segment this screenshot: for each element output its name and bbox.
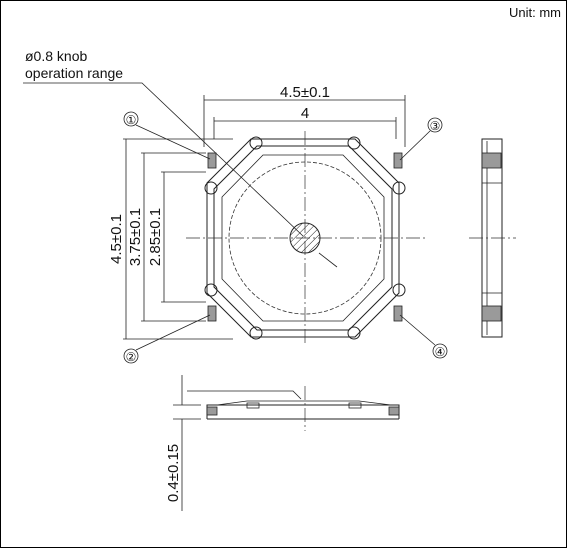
knob-area [289, 222, 321, 254]
terminal-label-1: ① [126, 113, 137, 127]
dim-inner-width: 4 [301, 105, 309, 122]
side-view-right [469, 138, 516, 338]
terminal-callouts: ① ② ③ ④ [123, 111, 448, 364]
callout-line2: operation range [25, 65, 123, 81]
terminal-label-3: ③ [430, 119, 441, 133]
switch-top-plate [221, 154, 385, 322]
corner-hole [392, 283, 406, 297]
terminal-pad [393, 305, 403, 322]
dim-outer-width: 4.5±0.1 [280, 84, 330, 101]
corner-hole [347, 326, 361, 340]
terminal-pad [207, 152, 217, 169]
unit-label: Unit: mm [509, 5, 561, 20]
terminal-label-4: ④ [435, 345, 446, 359]
terminal-pad [393, 152, 403, 169]
dim-height-285: 2.85±0.1 [147, 208, 164, 266]
dim-height-375: 3.75±0.1 [127, 208, 144, 266]
corner-hole [204, 283, 218, 297]
dim-outer-height: 4.5±0.1 [108, 214, 125, 264]
knob-callout: ø0.8 knob operation range [23, 48, 338, 268]
corner-hole [204, 181, 218, 195]
terminal-label-2: ② [126, 350, 137, 364]
dim-thickness: 0.4±0.15 [165, 444, 182, 502]
corner-hole [392, 181, 406, 195]
callout-line1: ø0.8 knob [25, 48, 87, 64]
top-view: 4.5±0.1 4 4.5±0.1 3.75±0.1 2.85±0.1 [108, 84, 426, 346]
side-view-bottom: 0.4±0.15 [165, 375, 400, 511]
corner-hole [347, 136, 361, 150]
corner-hole [249, 326, 263, 340]
switch-body [206, 138, 400, 338]
corner-hole [249, 136, 263, 150]
terminal-pad [207, 305, 217, 322]
